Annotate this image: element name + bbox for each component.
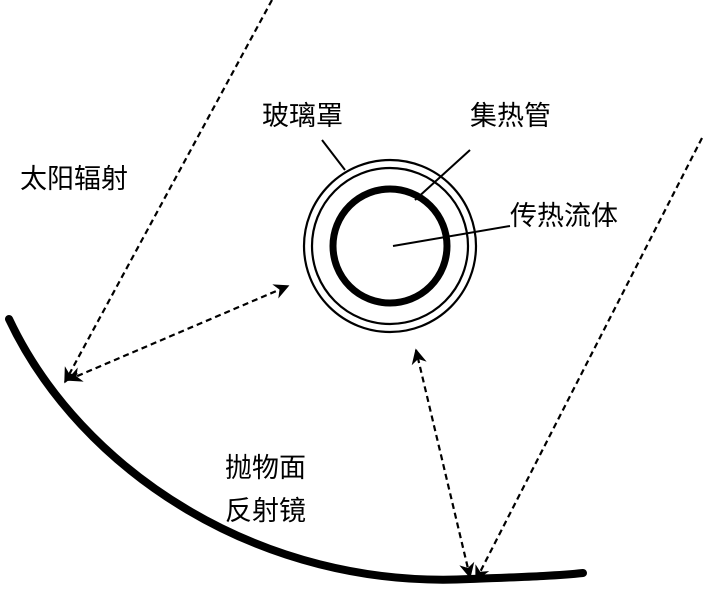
solar-radiation-label: 太阳辐射 bbox=[20, 164, 128, 195]
incident-ray-right bbox=[475, 137, 703, 582]
fluid-leader bbox=[392, 225, 511, 247]
parabolic-label-line2: 反射镜 bbox=[225, 496, 306, 527]
glass-cover-leader bbox=[321, 139, 346, 171]
heat-transfer-fluid-label: 传热流体 bbox=[510, 201, 618, 232]
glass-cover-inner bbox=[310, 166, 470, 326]
parabolic-mirror bbox=[5, 315, 587, 584]
reflected-ray-left bbox=[66, 284, 290, 382]
absorber-tube-leader bbox=[414, 149, 471, 201]
parabolic-label-line1: 抛物面 bbox=[225, 453, 306, 484]
glass-cover-outer bbox=[302, 158, 478, 334]
reflected-ray-right bbox=[411, 348, 475, 579]
absorber-tube bbox=[329, 185, 451, 307]
glass-cover-label: 玻璃罩 bbox=[262, 101, 343, 132]
absorber-tube-label: 集热管 bbox=[470, 101, 551, 132]
